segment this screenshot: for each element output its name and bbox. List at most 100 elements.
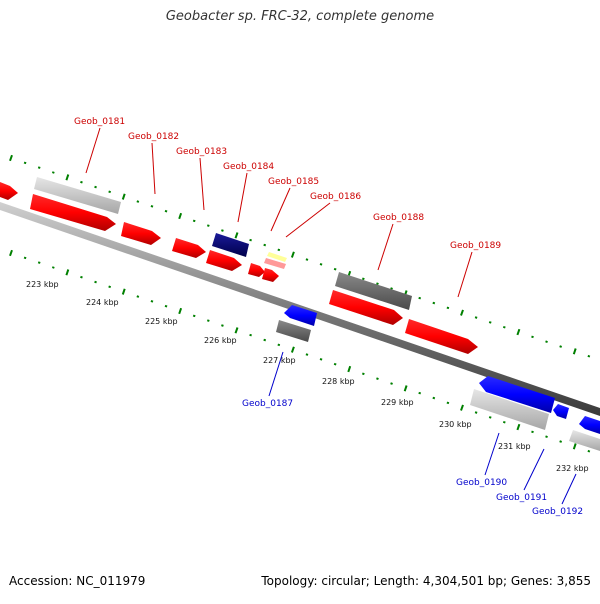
outer-ring-minor-tick	[531, 335, 534, 339]
gene-label-geob-0182[interactable]: Geob_0182	[128, 132, 179, 142]
leader-line-geob-0184	[237, 172, 248, 223]
inner-ring-minor-tick	[206, 319, 210, 322]
scale-label-225: 225 kbp	[145, 317, 178, 326]
inner-ring-minor-tick	[305, 353, 309, 356]
inner-ring-minor-tick	[361, 372, 365, 376]
inner-ring-minor-tick	[23, 256, 27, 260]
gene-arrow-geob-0188[interactable]	[335, 272, 412, 310]
gene-arrow-geob-0187[interactable]	[284, 305, 317, 326]
outer-ring-minor-tick	[361, 277, 365, 281]
outer-ring-minor-tick	[136, 200, 140, 203]
gene-arrow-geob-0188-cds[interactable]	[329, 290, 403, 325]
leader-line-geob-0190	[484, 432, 500, 476]
scale-label-227: 227 kbp	[263, 356, 296, 365]
gene-arrow-geob-0189[interactable]	[405, 319, 478, 354]
leader-line-geob-0187	[268, 351, 284, 397]
outer-ring-minor-tick	[94, 185, 97, 189]
inner-ring-minor-tick	[108, 285, 112, 289]
gene-arrow-geob-0190[interactable]	[479, 376, 555, 413]
gene-arrow-geob-0186[interactable]	[262, 268, 279, 282]
inner-ring-minor-tick	[263, 338, 267, 342]
forward-strand-features	[0, 177, 478, 354]
inner-ring-minor-tick	[249, 333, 252, 337]
inner-ring-major-tick	[234, 327, 239, 334]
outer-ring-major-tick	[9, 154, 13, 162]
outer-ring-major-tick	[572, 348, 577, 355]
scale-label-230: 230 kbp	[439, 420, 472, 429]
leader-line-geob-0192	[561, 473, 577, 505]
gene-arrow-geob-0182[interactable]	[121, 222, 161, 245]
outer-ring-major-tick	[234, 232, 239, 239]
scale-label-224: 224 kbp	[86, 298, 119, 307]
inner-ring-major-tick	[403, 385, 408, 392]
gene-arrow-geob-0191[interactable]	[553, 404, 569, 419]
outer-ring-minor-tick	[418, 296, 422, 300]
inner-ring-minor-tick	[559, 440, 563, 443]
inner-ring-minor-tick	[390, 382, 393, 385]
scale-labels: 223 kbp 224 kbp 225 kbp 226 kbp 227 kbp …	[26, 280, 589, 473]
gene-arrow-geob-0187-pseudo[interactable]	[276, 320, 311, 342]
inner-ring-minor-tick	[80, 275, 83, 279]
gene-arrow-geob-0181-cds[interactable]	[30, 194, 116, 231]
gene-arrow-geob-0190-pseudo[interactable]	[470, 389, 549, 430]
gene-arrow-geob-0192[interactable]	[579, 416, 600, 434]
outer-ring-major-tick	[65, 174, 70, 181]
gene-arrow-geob-0184[interactable]	[212, 233, 249, 257]
inner-ring-minor-tick	[488, 416, 492, 419]
gene-label-geob-0191[interactable]: Geob_0191	[496, 493, 547, 503]
outer-ring-minor-tick	[263, 243, 267, 247]
gene-label-geob-0184[interactable]: Geob_0184	[223, 162, 274, 172]
gene-label-geob-0192[interactable]: Geob_0192	[532, 507, 583, 517]
genome-stats-text: Topology: circular; Length: 4,304,501 bp…	[261, 574, 591, 588]
reverse-gene-labels: Geob_0187 Geob_0190 Geob_0191 Geob_0192	[242, 351, 583, 517]
outer-ring-minor-tick	[390, 287, 393, 290]
outer-ring-minor-tick	[474, 316, 478, 319]
gene-arrow-geob-0192-pseudo[interactable]	[569, 430, 600, 451]
outer-ring-minor-tick	[192, 219, 196, 223]
inner-ring-minor-tick	[531, 430, 534, 434]
outer-ring-minor-tick	[432, 301, 436, 305]
outer-ring-minor-tick	[108, 190, 112, 194]
gene-arrow-geob-0181[interactable]	[34, 177, 121, 214]
outer-ring-minor-tick	[545, 340, 548, 343]
gene-label-geob-0181[interactable]: Geob_0181	[74, 117, 125, 127]
outer-ring-minor-tick	[446, 306, 450, 310]
genome-title: Geobacter sp. FRC-32, complete genome	[165, 9, 435, 24]
inner-ring-major-tick	[290, 346, 295, 353]
outer-tick-ring	[9, 154, 591, 358]
inner-ring-minor-tick	[164, 304, 168, 308]
inner-ring-major-tick	[460, 404, 464, 411]
inner-ring-minor-tick	[446, 401, 450, 405]
outer-ring-minor-tick	[164, 209, 168, 213]
leader-line-geob-0186	[285, 202, 331, 238]
outer-ring-major-tick	[290, 251, 295, 258]
inner-ring-major-tick	[572, 443, 577, 450]
leader-line-geob-0191	[523, 448, 545, 491]
gene-label-geob-0186[interactable]: Geob_0186	[310, 192, 361, 202]
gene-arrow-geob-0183[interactable]	[172, 238, 206, 258]
gene-arrow-geob-0185[interactable]	[248, 263, 265, 277]
outer-ring-minor-tick	[488, 321, 492, 324]
gene-label-geob-0183[interactable]: Geob_0183	[176, 147, 227, 157]
outer-ring-major-tick	[121, 193, 126, 200]
gene-label-geob-0188[interactable]: Geob_0188	[373, 213, 424, 223]
outer-ring-minor-tick	[277, 248, 281, 252]
outer-ring-minor-tick	[319, 263, 323, 266]
outer-ring-minor-tick	[51, 171, 55, 174]
gene-arrow-geob-0184-cds[interactable]	[206, 250, 242, 271]
gene-label-geob-0189[interactable]: Geob_0189	[450, 241, 501, 251]
gene-arrow-geob-0180[interactable]	[0, 182, 18, 200]
inner-ring-minor-tick	[587, 449, 591, 453]
reverse-strand-features	[276, 305, 600, 451]
gene-label-geob-0185[interactable]: Geob_0185	[268, 177, 319, 187]
gene-label-geob-0190[interactable]: Geob_0190	[456, 478, 507, 488]
outer-ring-minor-tick	[80, 180, 83, 184]
leader-line-geob-0183	[199, 157, 205, 211]
inner-ring-minor-tick	[94, 280, 97, 284]
inner-ring-major-tick	[9, 249, 13, 257]
accession-text: Accession: NC_011979	[9, 574, 146, 588]
gene-label-geob-0187[interactable]: Geob_0187	[242, 399, 293, 409]
outer-ring-minor-tick	[587, 354, 591, 358]
outer-ring-minor-tick	[23, 161, 27, 165]
